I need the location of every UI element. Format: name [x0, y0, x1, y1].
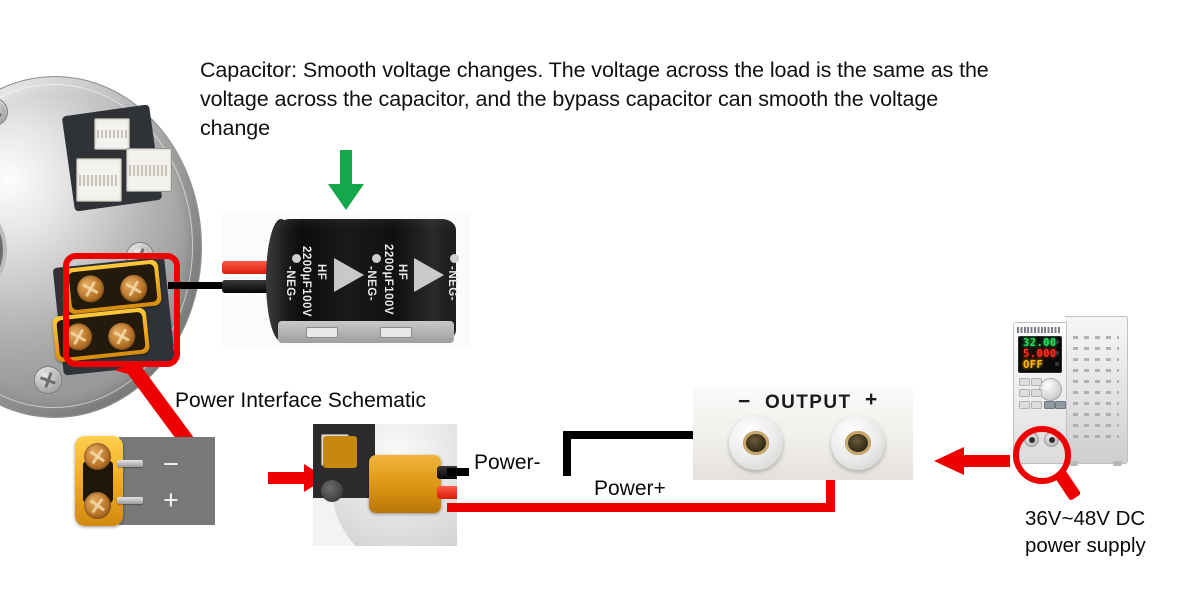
output-positive-post[interactable] — [831, 416, 885, 470]
red-arrow-psu-to-output-icon — [934, 447, 1010, 475]
capacitor-series-1: HF — [315, 264, 327, 281]
capacitor-photo: 2200µF100V HF -NEG- 2200µF100V HF -NEG- … — [222, 214, 470, 347]
psu-rotary-knob[interactable] — [1039, 378, 1062, 401]
psu-caption: 36V~48V DC power supply — [1025, 505, 1195, 559]
connector-schematic-graphic: − + — [75, 436, 255, 526]
psu-button-7[interactable] — [1044, 401, 1055, 409]
red-wire-seg-1 — [447, 503, 835, 512]
output-title: OUTPUT — [765, 392, 852, 413]
capacitor-polarity-3: -NEG- — [446, 266, 458, 302]
output-negative-post[interactable] — [729, 416, 783, 470]
output-positive-sign: + — [865, 388, 878, 411]
mount-screw-bottom — [34, 366, 62, 394]
plugged-connector-photo — [313, 424, 457, 546]
capacitor-value-1: 2200µF100V — [300, 246, 312, 318]
power-interface-schematic-label: Power Interface Schematic — [175, 389, 426, 412]
psu-jacks-magnifier-icon — [1013, 426, 1071, 484]
signal-connector-left — [76, 158, 122, 202]
magnifier-handle-icon — [1053, 468, 1082, 502]
psu-button-5[interactable] — [1019, 401, 1030, 409]
signal-connector-right — [126, 148, 172, 192]
psu-caption-line-1: 36V~48V DC — [1025, 507, 1146, 530]
psu-button-4[interactable] — [1031, 389, 1042, 397]
psu-output-state: OFF — [1023, 359, 1044, 371]
psu-button-1[interactable] — [1019, 378, 1030, 386]
psu-button-6[interactable] — [1031, 401, 1042, 409]
green-down-arrow-icon — [328, 150, 364, 210]
black-wire-seg-3 — [563, 431, 571, 476]
psu-button-2[interactable] — [1031, 378, 1042, 386]
signal-connector-small — [94, 118, 130, 150]
black-wire-seg-4 — [563, 431, 741, 439]
capacitor-polarity-1: -NEG- — [284, 266, 296, 302]
schematic-positive-sign: + — [163, 485, 179, 515]
capacitor-link-line — [168, 282, 258, 289]
psu-display: 32.00 5.000 OFF — [1018, 336, 1062, 373]
psu-caption-line-2: power supply — [1025, 534, 1146, 557]
capacitor-polarity-2: -NEG- — [365, 266, 377, 302]
output-terminals-photo: − OUTPUT + — [693, 388, 913, 480]
power-negative-label: Power- — [474, 451, 541, 474]
black-wire-seg-1 — [447, 468, 469, 476]
psu-button-3[interactable] — [1019, 389, 1030, 397]
schematic-negative-sign: − — [163, 449, 179, 479]
output-negative-sign: − — [738, 390, 751, 413]
capacitor-series-2: HF — [396, 264, 408, 281]
psu-current-reading: 5.000 — [1023, 348, 1057, 360]
psu-voltage-reading: 32.00 — [1023, 337, 1057, 349]
psu-button-8[interactable] — [1055, 401, 1066, 409]
power-positive-label: Power+ — [594, 477, 666, 500]
power-connector-highlight-box — [63, 253, 180, 367]
capacitor-note-text: Capacitor: Smooth voltage changes. The v… — [200, 58, 989, 140]
red-arrow-schematic-to-plug-icon — [268, 464, 326, 492]
capacitor-value-2: 2200µF100V — [382, 244, 394, 316]
